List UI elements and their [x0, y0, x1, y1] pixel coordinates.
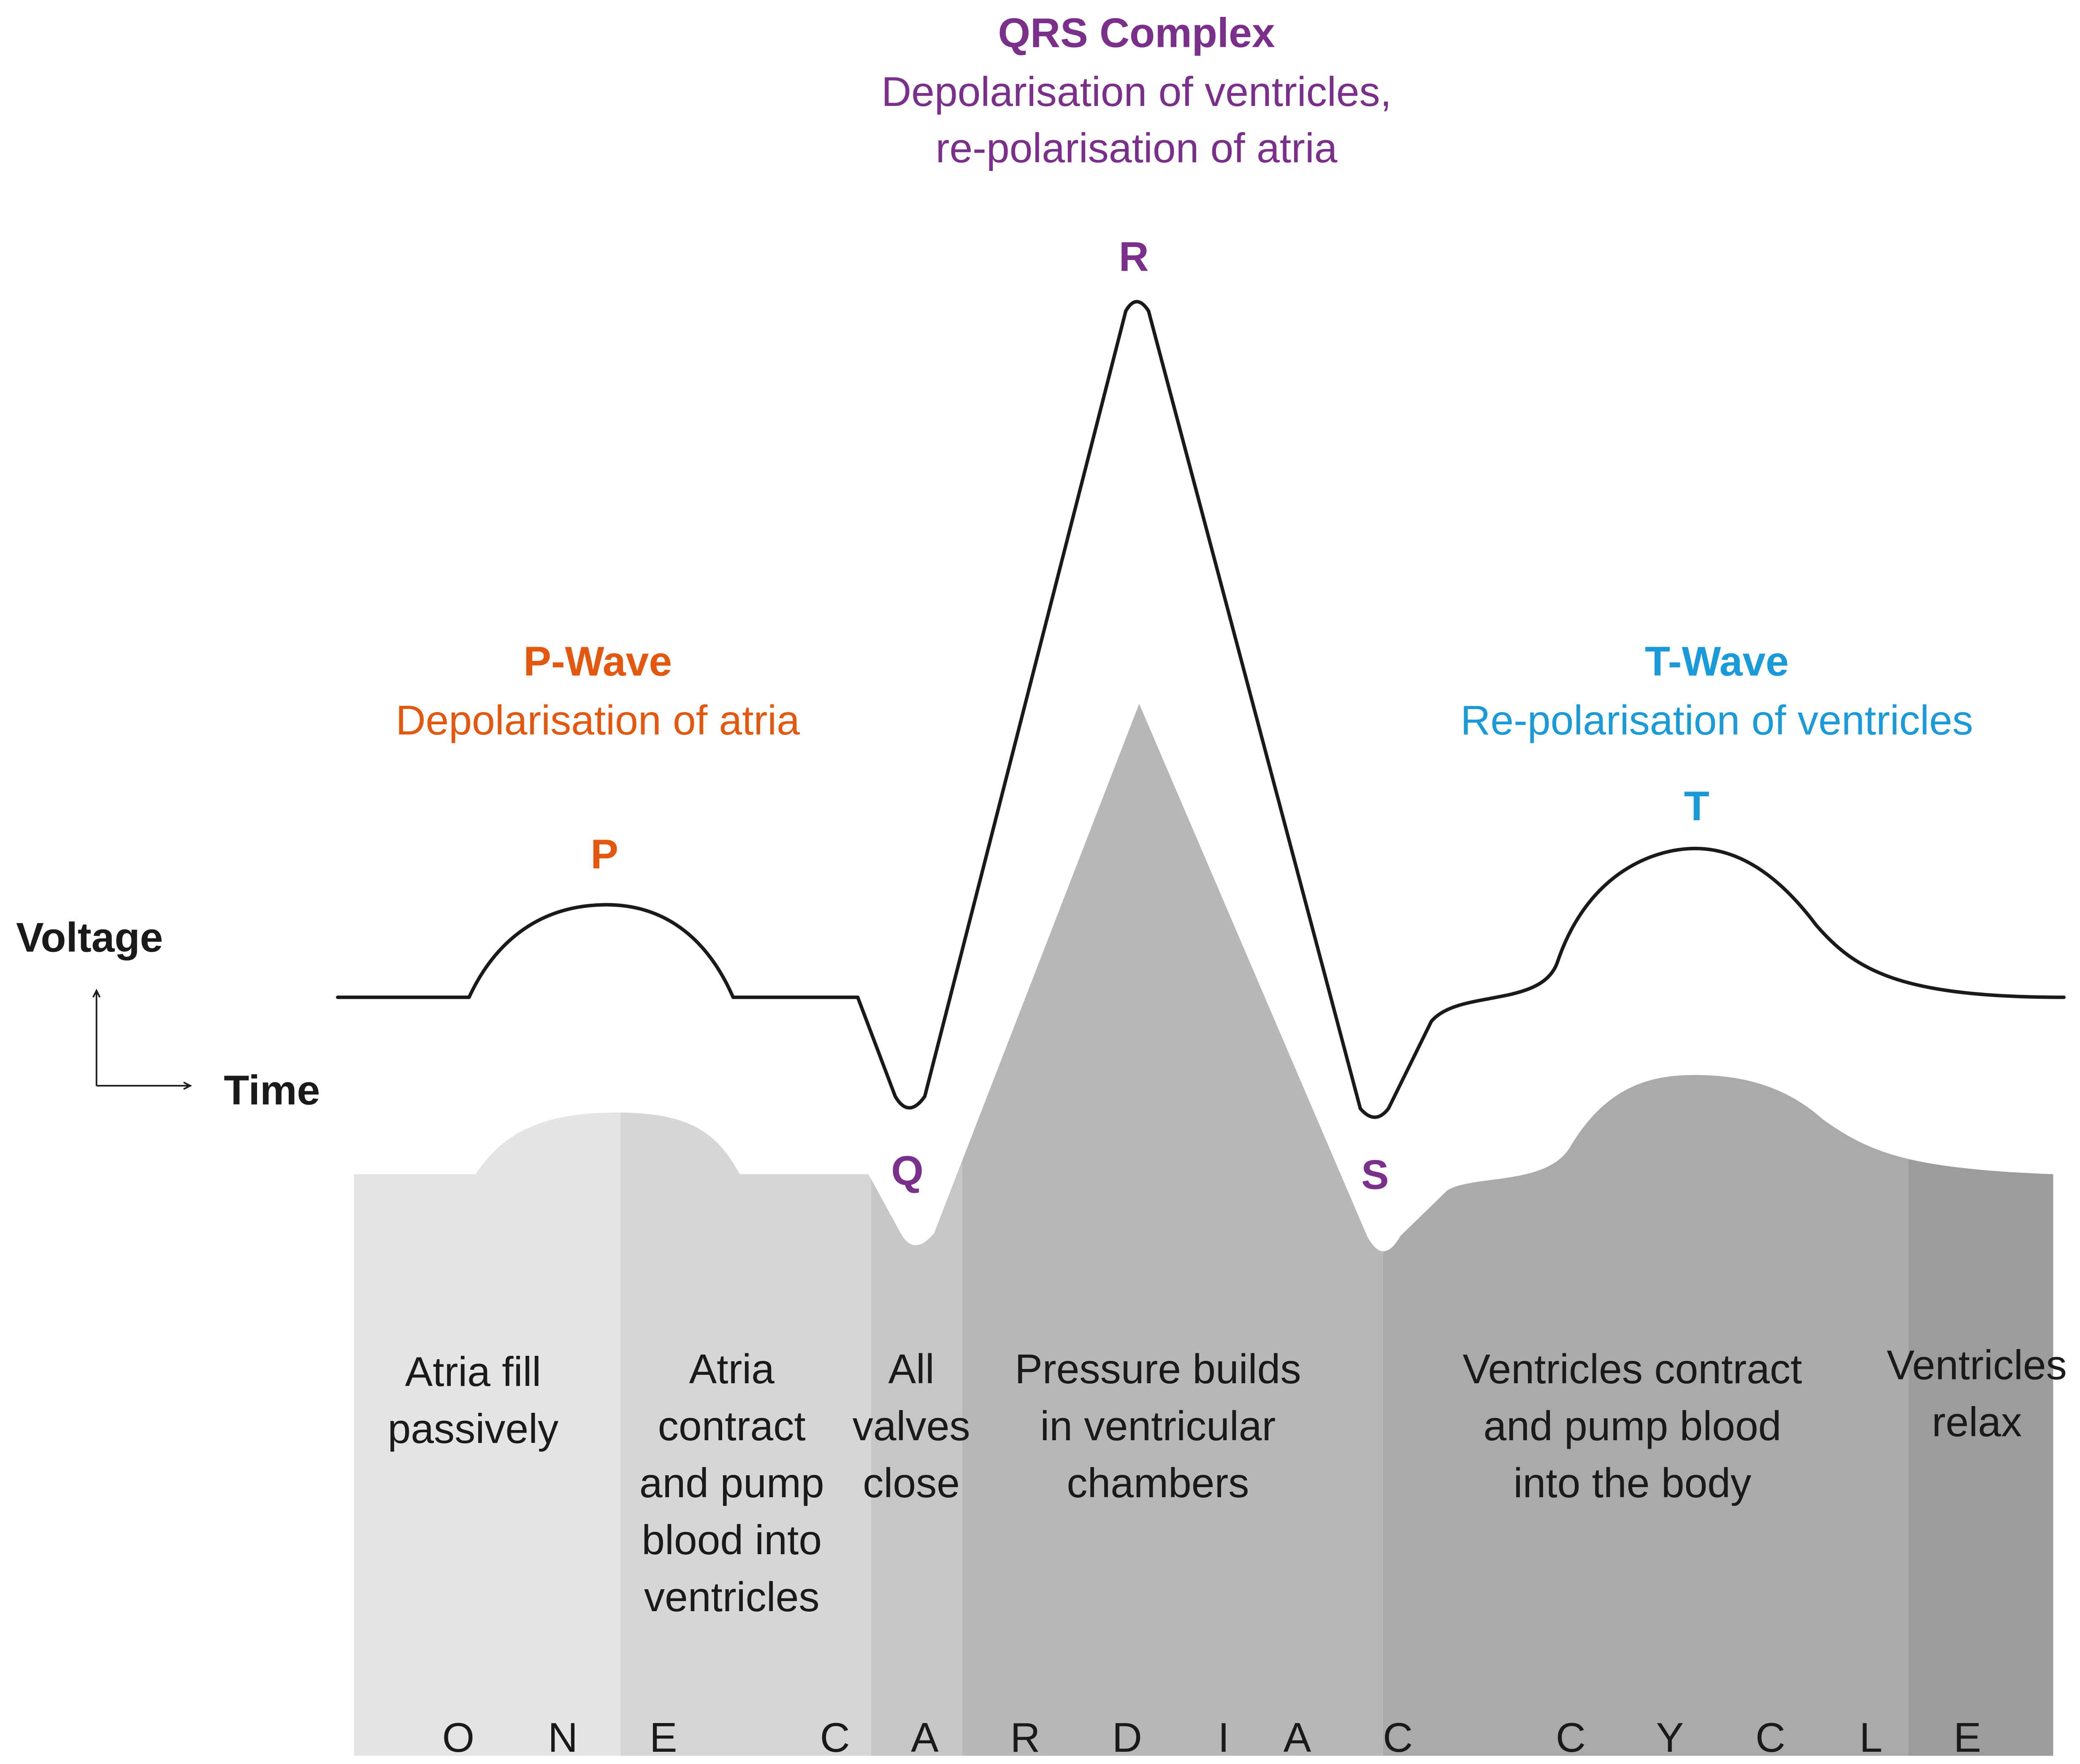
cycle-letter: N	[548, 1714, 578, 1761]
peak-label-q: Q	[891, 1147, 924, 1194]
y-axis-arrowhead-icon	[92, 989, 101, 998]
phase-text-line: blood into	[642, 1517, 822, 1563]
ecg-waveform-line	[336, 300, 2066, 1119]
phase-text-line: passively	[387, 1405, 559, 1452]
phase-text-line: relax	[1932, 1398, 2022, 1445]
phase-text-line: in ventricular	[1040, 1403, 1276, 1449]
phase-text-line: ventricles	[644, 1574, 820, 1620]
phase-text-line: and pump	[639, 1460, 824, 1506]
phase-text-line: chambers	[1067, 1460, 1249, 1506]
phase-band-ventricles-relax	[1908, 704, 2053, 1756]
phase-text-atria-contract: Atria contract and pump blood into ventricle…	[639, 1346, 824, 1620]
phase-text-line: contract	[658, 1403, 806, 1449]
phase-text-line: Pressure builds	[1015, 1346, 1301, 1392]
peak-label-t: T	[1684, 783, 1709, 829]
t-wave-title: T-Wave	[1645, 638, 1789, 685]
x-axis-arrowhead-icon	[183, 1081, 192, 1090]
phase-descriptions: Atria fill passively Atria contract and pump…	[387, 1342, 2066, 1620]
phase-text-line: Atria fill	[405, 1348, 542, 1395]
phase-text-line: Ventricles	[1887, 1342, 2067, 1388]
cycle-letter: A	[1284, 1714, 1311, 1761]
phase-text-line: valves	[853, 1403, 970, 1449]
phase-band-ventricles-contract	[1383, 704, 1909, 1756]
phase-text-line: close	[863, 1460, 960, 1506]
cycle-letter: A	[911, 1714, 939, 1761]
phase-text-line: Ventricles contract	[1462, 1346, 1802, 1392]
cycle-letter: C	[1556, 1714, 1586, 1761]
peak-label-s: S	[1361, 1152, 1389, 1198]
cycle-letter: O	[442, 1714, 475, 1761]
cycle-letter: C	[1755, 1714, 1785, 1761]
axis-label-voltage: Voltage	[16, 914, 163, 961]
phase-band-valves-close	[871, 704, 962, 1756]
qrs-complex-title: QRS Complex	[998, 9, 1275, 56]
phase-text-ventricles-relax: Ventricles relax	[1887, 1342, 2067, 1445]
phase-band-pressure-builds	[962, 704, 1383, 1756]
peak-label-p: P	[590, 831, 618, 878]
cycle-letter: C	[820, 1714, 850, 1761]
cycle-letter: R	[1010, 1714, 1040, 1761]
axis-label-time: Time	[224, 1067, 320, 1114]
cycle-letter: D	[1112, 1714, 1142, 1761]
phase-text-valves-close: All valves close	[853, 1346, 970, 1506]
phase-text-line: All	[888, 1346, 934, 1392]
cycle-letter: L	[1859, 1714, 1882, 1761]
phase-text-ventricles-contract: Ventricles contract and pump blood into th…	[1462, 1346, 1802, 1506]
phase-band-atria-fill	[354, 704, 621, 1756]
phase-text-line: and pump blood	[1484, 1403, 1782, 1449]
qrs-complex-description-line-2: re-polarisation of atria	[936, 125, 1338, 171]
p-wave-description: Depolarisation of atria	[395, 697, 800, 743]
t-wave-description: Re-polarisation of ventricles	[1460, 697, 1973, 743]
axis-arrows	[92, 989, 192, 1090]
cycle-letter: C	[1383, 1714, 1413, 1761]
phase-text-atria-fill: Atria fill passively	[387, 1348, 559, 1452]
cycle-letter: E	[1953, 1714, 1981, 1761]
cycle-letter: E	[650, 1714, 677, 1761]
qrs-complex-description-line-1: Depolarisation of ventricles,	[881, 68, 1392, 115]
peak-label-r: R	[1119, 233, 1149, 280]
phase-text-line: Atria	[689, 1346, 775, 1392]
cycle-letter: I	[1218, 1714, 1229, 1761]
phase-text-line: into the body	[1514, 1460, 1752, 1506]
cycle-letter: Y	[1656, 1714, 1684, 1761]
p-wave-title: P-Wave	[523, 638, 672, 685]
phase-text-pressure-builds: Pressure builds in ventricular chambers	[1015, 1346, 1301, 1506]
